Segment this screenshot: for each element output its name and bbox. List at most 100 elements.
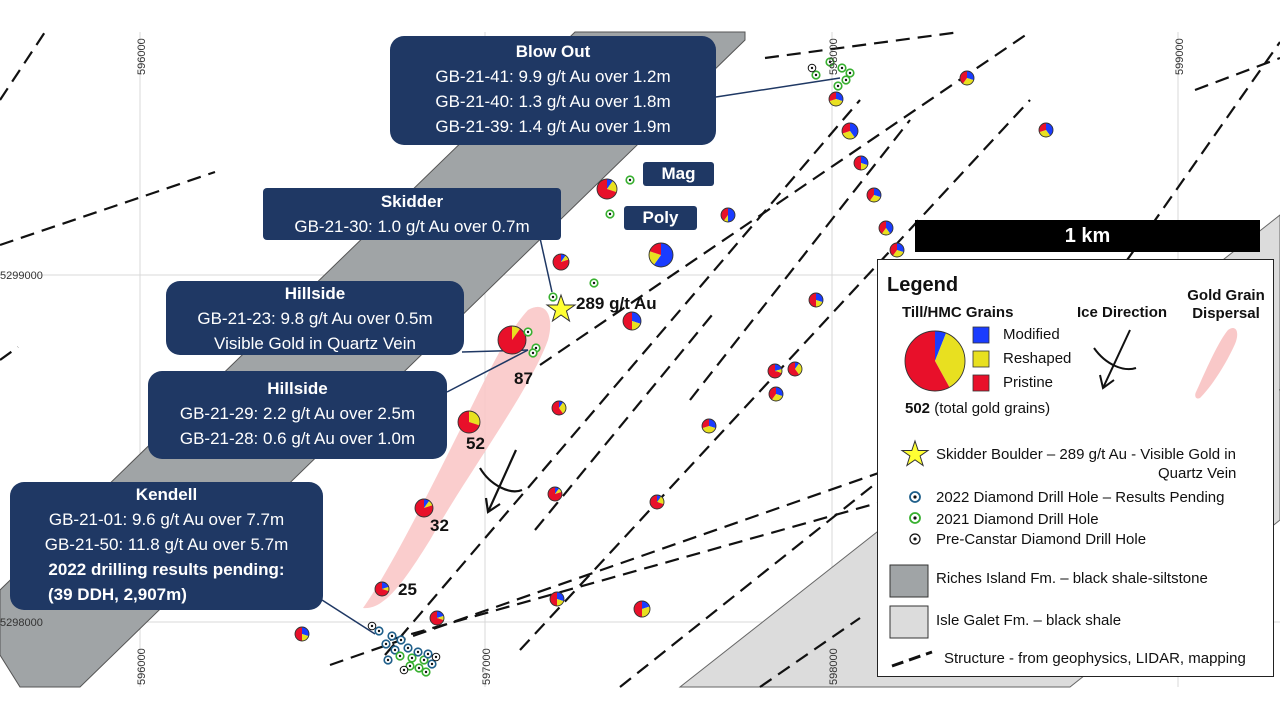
scale-bar: 1 km [915,220,1260,252]
callout-title: Blow Out [515,42,591,61]
till-sample-pie [429,610,445,626]
drill-hole-icon [421,667,431,677]
legend-pristine: Pristine [1003,374,1054,391]
legend-boulder-line2: Quartz Vein [1158,465,1237,482]
till-sample-pie [768,386,784,402]
till-sample-pie [414,498,434,518]
till-sample-pie [808,292,824,308]
till-sample-pie [701,418,717,434]
till-sample-pie [497,325,527,355]
till-sample-pie [649,494,665,510]
legend-pie [904,330,966,392]
till-sample-pie [374,581,390,597]
till-sample-pie [959,70,975,86]
pristine-swatch [972,374,990,392]
drill-hole-icon [605,209,615,219]
legend-modified: Modified [1003,326,1060,343]
callout-skidder: Skidder GB-21-30: 1.0 g/t Au over 0.7m [263,188,561,240]
legend-structure: Structure - from geophysics, LIDAR, mapp… [944,650,1246,667]
drill-hole-icon [387,631,397,641]
drill-hole-icon [811,70,821,80]
structure-legend-line [891,650,933,668]
legend-total-value: 502 [905,400,931,417]
drill-hole-icon [390,645,400,655]
callout-line: GB-21-29: 2.2 g/t Au over 2.5m [179,404,416,423]
legend-total-text: (total gold grains) [934,400,1051,417]
drill-hole-icon [399,665,409,675]
drill-hole-icon [833,81,843,91]
drill-hole-icon [403,643,413,653]
easting-label: 596000 [136,38,148,75]
legend-star-icon [900,439,930,467]
legend-title: Legend [887,274,959,296]
legend-ddh-2021: 2021 Diamond Drill Hole [936,511,1099,528]
callout-hillside-29: Hillside GB-21-29: 2.2 g/t Au over 2.5m … [148,371,447,459]
grain-count-label: 32 [430,516,449,535]
legend-ddh-pre-icon [909,533,921,545]
drill-hole-icon [431,652,441,662]
legend-isle: Isle Galet Fm. – black shale [936,612,1122,629]
till-sample-pie [878,220,894,236]
grain-count-label: 25 [398,580,417,599]
legend-ddh-2021-icon [909,512,921,524]
boulder-assay-label: 289 g/t Au [576,294,657,313]
drill-hole-icon [841,75,851,85]
till-sample-pie [841,122,859,140]
callout-line: 2022 drilling results pending: [48,560,285,579]
callout-line: (39 DDH, 2,907m) [48,585,187,604]
till-sample-pie [622,311,642,331]
callout-line: Visible Gold in Quartz Vein [214,334,416,353]
callout-blow-out: Blow Out GB-21-41: 9.9 g/t Au over 1.2m … [390,36,716,145]
modified-swatch [972,326,990,344]
till-sample-pie [294,626,310,642]
drill-hole-icon [548,292,558,302]
skidder-boulder-star-icon [545,293,577,323]
drill-hole-icon [523,327,533,337]
till-sample-pie [866,187,882,203]
drill-hole-icon [423,649,433,659]
legend-pie-symbol [904,330,966,392]
callout-line: GB-21-28: 0.6 g/t Au over 1.0m [179,429,416,448]
callout-connectors [321,77,841,635]
callout-line: GB-21-41: 9.9 g/t Au over 1.2m [435,67,671,86]
till-sample-pie [787,361,803,377]
callout-line: GB-21-40: 1.3 g/t Au over 1.8m [435,92,671,111]
drill-hole-icon [381,639,391,649]
callout-hillside-23: Hillside GB-21-23: 9.8 g/t Au over 0.5m … [166,281,464,355]
drill-hole-icon [407,653,417,663]
grain-count-label: 52 [466,434,485,453]
callout-line: GB-21-50: 11.8 g/t Au over 5.7m [44,535,289,554]
easting-label: 599000 [1174,38,1186,75]
drill-hole-icon [528,348,538,358]
ice-direction-arrow [479,449,523,514]
drill-hole-icon [367,621,377,631]
drill-hole-icon [589,278,599,288]
easting-label: 598000 [828,38,840,75]
drill-hole-icon [383,655,393,665]
till-sample-pie [889,242,905,258]
till-sample-pie [720,207,736,223]
till-sample-pie [549,591,565,607]
legend-symbols [889,326,1238,668]
legend-reshaped: Reshaped [1003,350,1072,367]
drill-hole-icon [845,68,855,78]
till-sample-pie [767,363,783,379]
callout-title: Hillside [267,379,328,398]
drill-hole-icon [414,663,424,673]
isle-swatch [889,605,929,639]
grain-count-label: 87 [514,369,533,388]
till-sample-pie [648,242,674,268]
drill-hole-icon [395,651,405,661]
callout-line: GB-21-39: 1.4 g/t Au over 1.9m [435,117,671,136]
legend-dispersal-shape [1195,327,1238,399]
riches-swatch [889,564,929,598]
drill-holes [367,57,855,677]
till-sample-pie [828,91,844,107]
till-sample-pie [633,600,651,618]
legend-total: 502 (total gold grains) [905,400,1050,417]
legend-dispersal-title: Gold Grain Dispersal [1187,287,1265,322]
till-sample-pie [596,178,618,200]
till-sample-pie [552,253,570,271]
callout-line: GB-21-23: 9.8 g/t Au over 0.5m [197,309,433,328]
